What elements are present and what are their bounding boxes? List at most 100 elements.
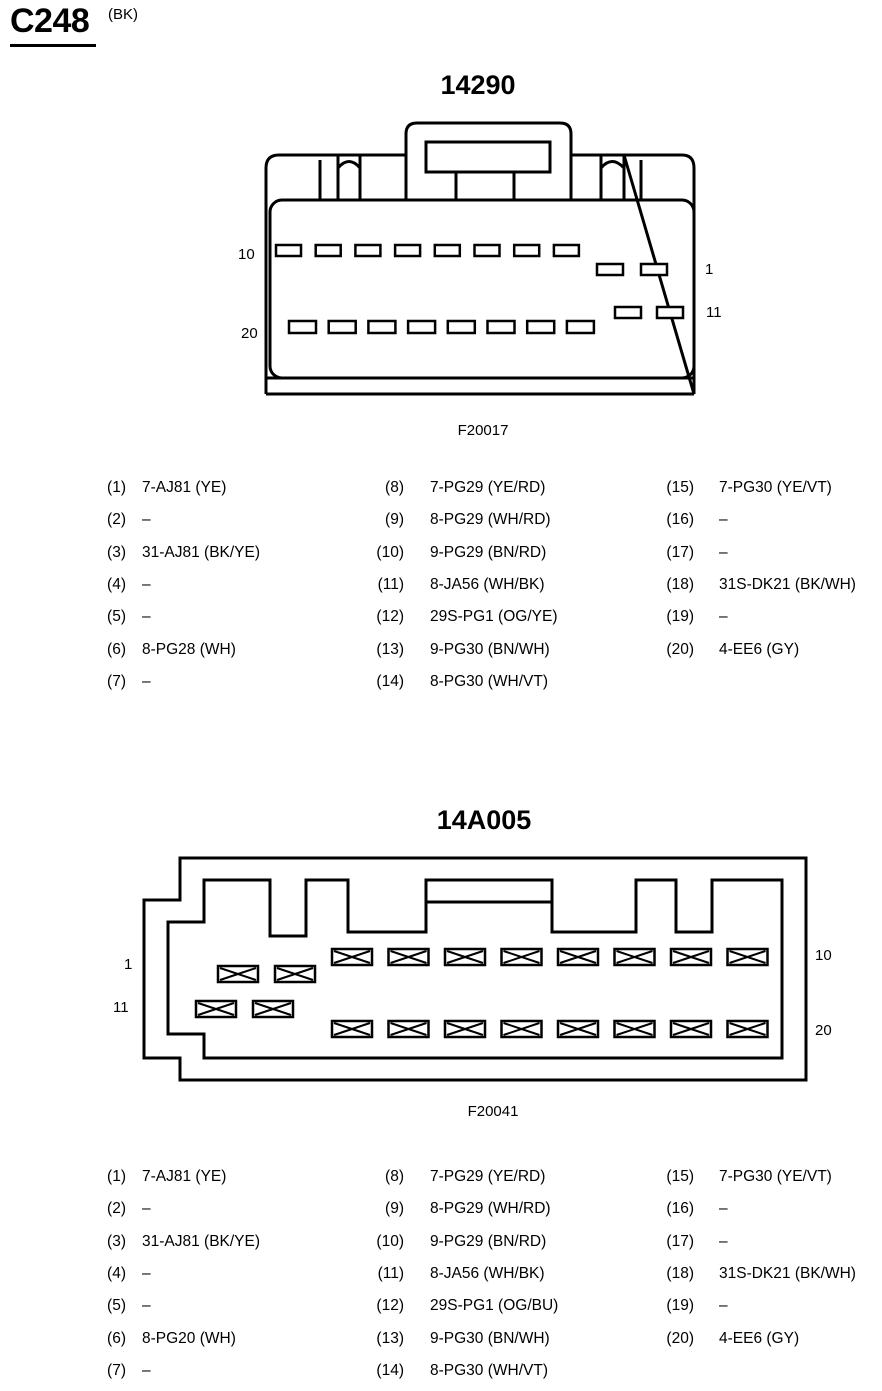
pin-number: (4) bbox=[107, 575, 126, 593]
pin-circuit: 9-PG30 (BN/WH) bbox=[430, 640, 550, 658]
pin-number: (10) bbox=[376, 1232, 404, 1250]
pin-number: (17) bbox=[666, 1232, 694, 1250]
pin-circuit: – bbox=[719, 1232, 728, 1250]
bottom-cavity bbox=[330, 947, 374, 967]
bottom-cavity bbox=[251, 999, 295, 1019]
top-cavity bbox=[446, 319, 477, 335]
pin-circuit: 8-PG30 (WH/VT) bbox=[430, 1361, 548, 1379]
pin-circuit: 4-EE6 (GY) bbox=[719, 1329, 800, 1347]
pin-number: (10) bbox=[376, 543, 404, 561]
pin-number: (1) bbox=[107, 1168, 126, 1185]
top-cavity bbox=[639, 262, 669, 277]
pin-number: (20) bbox=[666, 1329, 694, 1347]
bottom-cavity bbox=[613, 1019, 656, 1039]
pin-circuit: 7-AJ81 (YE) bbox=[142, 479, 227, 496]
pin-number: (15) bbox=[666, 479, 694, 496]
pin-circuit: 8-PG29 (WH/RD) bbox=[430, 1200, 551, 1218]
pin-circuit: 29S-PG1 (OG/BU) bbox=[430, 1297, 559, 1315]
pin-circuit: 7-PG29 (YE/RD) bbox=[430, 479, 546, 496]
bottom-cavity bbox=[443, 1019, 487, 1039]
pin-circuit: 7-AJ81 (YE) bbox=[142, 1168, 227, 1185]
pin-circuit: – bbox=[142, 1297, 151, 1315]
top-pin-label-20: 20 bbox=[241, 325, 258, 342]
pin-circuit: 4-EE6 (GY) bbox=[719, 640, 800, 658]
pin-number: (14) bbox=[376, 672, 404, 690]
top-cavity bbox=[367, 319, 397, 335]
pin-number: (3) bbox=[107, 543, 126, 561]
pin-number: (8) bbox=[385, 1168, 404, 1185]
pin-circuit: – bbox=[719, 1200, 728, 1218]
pin-circuit: – bbox=[142, 575, 151, 593]
pin-number: (9) bbox=[385, 1200, 404, 1218]
bottom-pin-label-10: 10 bbox=[815, 947, 832, 964]
pin-circuit: – bbox=[142, 1200, 151, 1218]
top-cavity bbox=[613, 305, 643, 320]
pin-circuit: 7-PG30 (YE/VT) bbox=[719, 1168, 832, 1185]
bottom-cavity bbox=[443, 947, 487, 967]
pin-circuit: 31-AJ81 (BK/YE) bbox=[142, 543, 261, 561]
bottom-cavity bbox=[669, 1019, 713, 1039]
connector-id: C248 bbox=[10, 2, 90, 40]
top-cavity bbox=[655, 305, 685, 320]
pin-circuit: 31S-DK21 (BK/WH) bbox=[719, 575, 856, 593]
pin-number: (4) bbox=[107, 1264, 126, 1282]
bottom-cavity bbox=[273, 964, 317, 984]
bottom-cavity bbox=[387, 1019, 430, 1039]
top-cavity bbox=[473, 243, 501, 258]
top-cavity bbox=[354, 243, 382, 258]
pin-circuit: – bbox=[142, 511, 151, 529]
pin-circuit: 31S-DK21 (BK/WH) bbox=[719, 1264, 856, 1282]
pin-circuit: – bbox=[719, 1297, 728, 1315]
bottom-cavity bbox=[669, 947, 713, 967]
pin-number: (18) bbox=[666, 1264, 694, 1282]
pin-number: (1) bbox=[107, 479, 126, 496]
bottom-cavity bbox=[556, 1019, 600, 1039]
top-cavity bbox=[274, 243, 303, 258]
connector-color: (BK) bbox=[108, 6, 138, 23]
top-pin-label-1: 1 bbox=[705, 261, 714, 278]
bottom-pin-label-20: 20 bbox=[815, 1022, 832, 1039]
pin-circuit: 9-PG30 (BN/WH) bbox=[430, 1329, 550, 1347]
pin-circuit: 8-JA56 (WH/BK) bbox=[430, 1264, 545, 1282]
top-pin-label-11: 11 bbox=[706, 304, 722, 321]
top-cavity bbox=[486, 319, 516, 335]
top-cavity bbox=[595, 262, 625, 277]
pin-number: (7) bbox=[107, 672, 126, 690]
pin-number: (11) bbox=[377, 1264, 404, 1282]
pin-circuit: 8-PG20 (WH) bbox=[142, 1329, 236, 1347]
pin-number: (16) bbox=[666, 1200, 694, 1218]
pin-circuit: – bbox=[719, 608, 728, 626]
pin-circuit: 8-JA56 (WH/BK) bbox=[430, 575, 545, 593]
pin-number: (11) bbox=[377, 575, 404, 593]
pin-number: (20) bbox=[666, 640, 694, 658]
pin-circuit: – bbox=[142, 672, 151, 690]
top-part-number: 14290 bbox=[440, 70, 516, 100]
pin-number: (2) bbox=[107, 511, 126, 529]
pin-circuit: 7-PG29 (YE/RD) bbox=[430, 1168, 546, 1185]
pin-number: (5) bbox=[107, 608, 126, 626]
pin-number: (15) bbox=[666, 1168, 694, 1185]
top-cavity bbox=[525, 319, 556, 335]
pin-circuit: – bbox=[719, 543, 728, 561]
top-cavity bbox=[327, 319, 357, 335]
bottom-cavity bbox=[613, 947, 656, 967]
bottom-pin-label-11: 11 bbox=[113, 999, 129, 1016]
pin-circuit: – bbox=[142, 1264, 151, 1282]
top-cavity bbox=[433, 243, 462, 258]
pin-number: (13) bbox=[376, 1329, 404, 1347]
pin-number: (6) bbox=[107, 640, 126, 658]
pin-circuit: – bbox=[142, 1361, 151, 1379]
bottom-part-number: 14A005 bbox=[436, 805, 532, 835]
pin-number: (6) bbox=[107, 1329, 126, 1347]
pin-number: (3) bbox=[107, 1232, 126, 1250]
bottom-cavity bbox=[556, 947, 600, 967]
pin-number: (9) bbox=[385, 511, 404, 529]
pin-number: (14) bbox=[376, 1361, 404, 1379]
pin-number: (18) bbox=[666, 575, 694, 593]
top-cavity bbox=[314, 243, 342, 258]
pin-circuit: – bbox=[142, 608, 151, 626]
pin-number: (7) bbox=[107, 1361, 126, 1379]
bottom-cavity bbox=[726, 1019, 769, 1039]
